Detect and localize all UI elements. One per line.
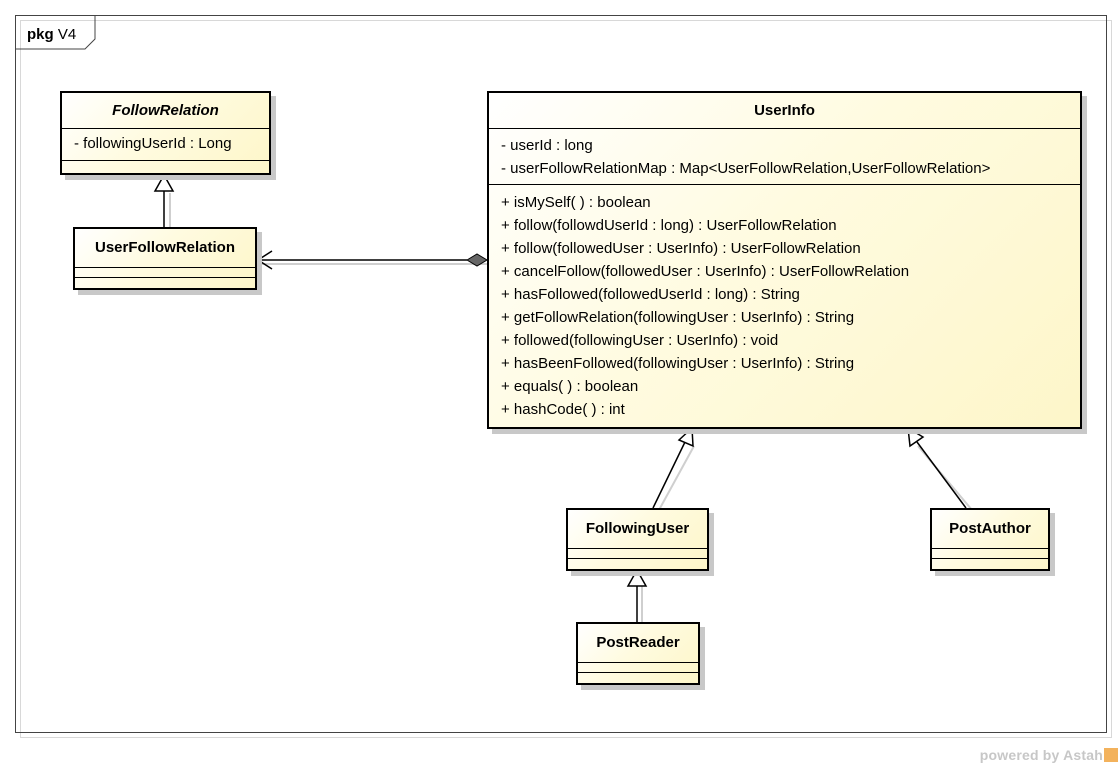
operation: + followed(followingUser : UserInfo) : v… <box>501 332 779 349</box>
operation-compartment <box>932 558 1048 568</box>
class-postreader[interactable]: PostReader <box>576 622 700 685</box>
operation-compartment <box>578 672 698 682</box>
class-followinguser[interactable]: FollowingUser <box>566 508 709 571</box>
operation: + cancelFollow(followedUser : UserInfo) … <box>501 263 910 280</box>
class-name: UserFollowRelation <box>94 239 236 256</box>
operation-compartment <box>568 558 707 568</box>
operation-compartment <box>62 160 269 173</box>
operation: + getFollowRelation(followingUser : User… <box>501 309 855 326</box>
astah-logo-icon <box>1104 748 1118 762</box>
generalization-userfollowrelation-followrelation <box>153 173 175 227</box>
watermark-text: powered by Astah <box>979 747 1103 763</box>
class-postauthor[interactable]: PostAuthor <box>930 508 1050 571</box>
operation-compartment <box>75 277 255 287</box>
package-frame <box>15 15 1107 733</box>
operation-compartment: + isMySelf( ) : boolean + follow(followd… <box>489 184 1080 421</box>
composition-userinfo-userfollowrelation <box>256 250 488 270</box>
operation: + hasBeenFollowed(followingUser : UserIn… <box>501 355 855 372</box>
class-name: UserInfo <box>754 102 815 119</box>
class-name: FollowRelation <box>112 102 219 119</box>
operation: + isMySelf( ) : boolean <box>501 194 651 211</box>
generalization-postreader-followinguser <box>626 568 648 622</box>
package-keyword: pkg <box>27 26 54 43</box>
package-label: pkg V4 <box>27 26 76 44</box>
package-frame-shadow <box>20 20 1112 738</box>
attribute-compartment: - userId : long - userFollowRelationMap … <box>489 128 1080 184</box>
attribute-compartment <box>578 662 698 672</box>
generalization-followinguser-userinfo <box>652 426 694 509</box>
attribute-compartment <box>932 548 1048 558</box>
attribute-compartment <box>75 267 255 277</box>
class-name: PostAuthor <box>949 520 1031 537</box>
package-name: V4 <box>57 26 77 43</box>
operation: + follow(followdUserId : long) : UserFol… <box>501 217 837 234</box>
class-name: FollowingUser <box>585 520 690 537</box>
operation: + follow(followedUser : UserInfo) : User… <box>501 240 861 257</box>
attribute: - userFollowRelationMap : Map<UserFollow… <box>501 160 991 177</box>
attribute-compartment <box>568 548 707 558</box>
operation: + hashCode( ) : int <box>501 401 625 418</box>
class-followrelation[interactable]: FollowRelation - followingUserId : Long <box>60 91 271 175</box>
attribute-compartment: - followingUserId : Long <box>62 128 269 160</box>
generalization-postauthor-userinfo <box>907 426 967 509</box>
watermark: powered by Astah <box>980 747 1118 763</box>
class-userfollowrelation[interactable]: UserFollowRelation <box>73 227 257 290</box>
operation: + hasFollowed(followedUserId : long) : S… <box>501 286 800 303</box>
class-userinfo[interactable]: UserInfo - userId : long - userFollowRel… <box>487 91 1082 429</box>
operation: + equals( ) : boolean <box>501 378 639 395</box>
attribute: - followingUserId : Long <box>74 135 232 152</box>
class-name: PostReader <box>596 634 680 651</box>
package-tab <box>15 15 96 50</box>
attribute: - userId : long <box>501 137 593 154</box>
